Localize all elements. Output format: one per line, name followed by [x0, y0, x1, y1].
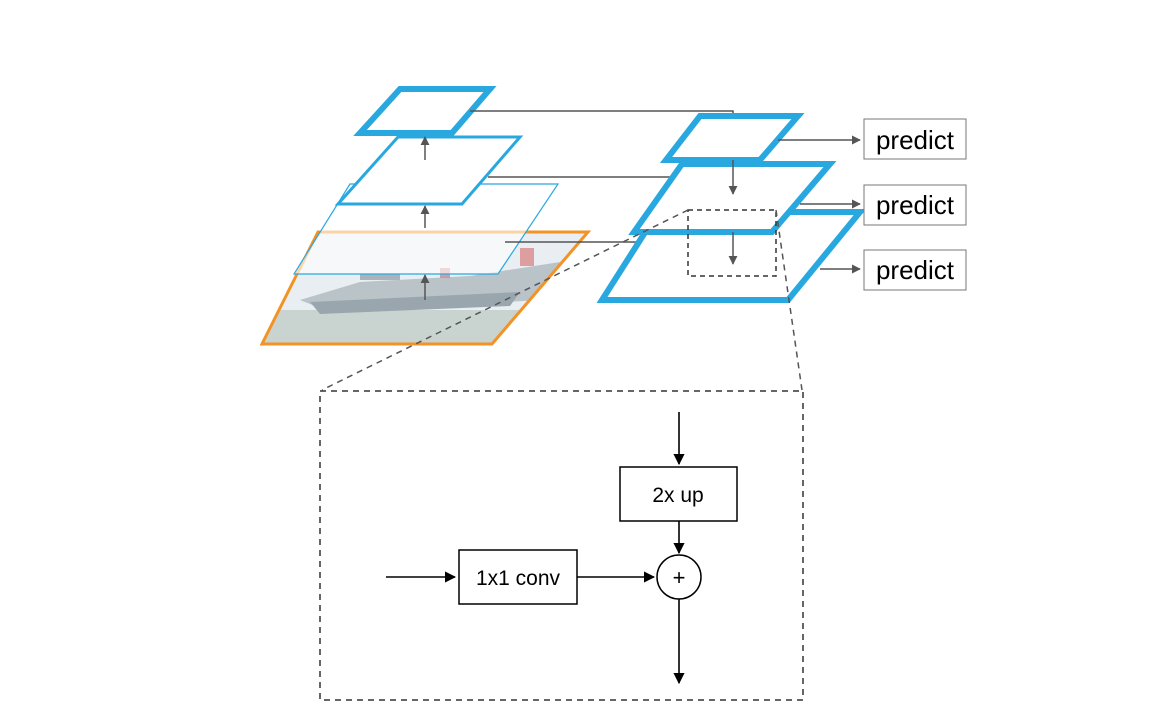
predict-label-mid: predict	[876, 190, 955, 220]
bottom-up-level-3	[353, 86, 497, 136]
add-node: +	[656, 554, 702, 600]
top-down-level-2	[628, 161, 837, 235]
predict-label-bot: predict	[876, 255, 955, 285]
detail-block	[319, 390, 804, 701]
upsample-label: 2x up	[652, 484, 703, 507]
add-node-label: +	[673, 565, 686, 590]
lateral-conv-box: 1x1 conv	[458, 549, 578, 605]
predict-box-mid: predict	[863, 184, 967, 226]
zoom-line-left	[321, 209, 689, 391]
bottom-up-level-2	[334, 135, 524, 206]
upsample-box: 2x up	[619, 466, 738, 522]
top-down-level-3	[659, 113, 805, 163]
zoom-region	[687, 209, 777, 277]
lateral-conv-label: 1x1 conv	[476, 567, 561, 590]
predict-box-top: predict	[863, 118, 967, 160]
zoom-line-right	[775, 209, 803, 391]
predict-label-top: predict	[876, 125, 955, 155]
bottom-up-level-1	[292, 183, 560, 275]
predict-box-bot: predict	[863, 249, 967, 291]
